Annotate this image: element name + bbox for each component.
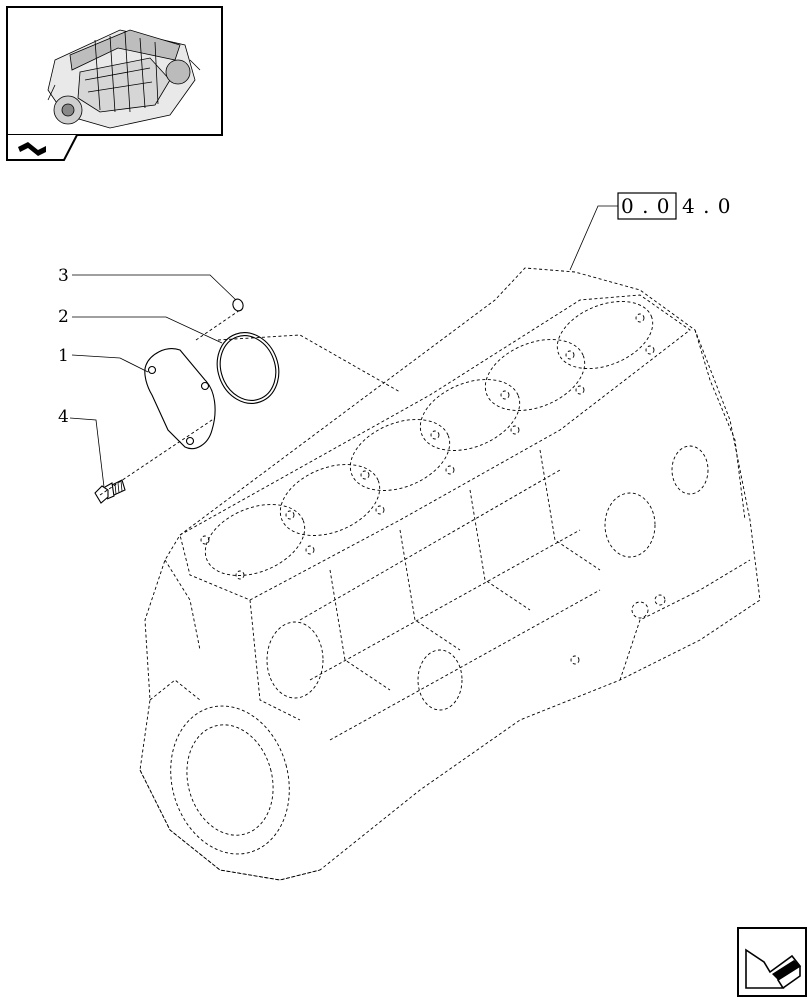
section-reference[interactable]: 0 . 0 4 . 0 bbox=[569, 192, 732, 271]
leader-line-3 bbox=[72, 274, 237, 301]
arrow-tab-icon[interactable] bbox=[6, 134, 78, 161]
callout-1[interactable]: 1 bbox=[58, 346, 69, 366]
next-page-arrow-icon[interactable] bbox=[737, 927, 807, 997]
assembly-line bbox=[99, 334, 401, 496]
leader-line-1 bbox=[71, 354, 149, 373]
part-1-cover-plate[interactable] bbox=[144, 348, 216, 450]
engine-block bbox=[139, 267, 761, 881]
part-2-gasket[interactable] bbox=[207, 324, 288, 412]
assembly-line-upper bbox=[195, 309, 241, 341]
leader-line-2 bbox=[72, 316, 223, 344]
callout-2[interactable]: 2 bbox=[58, 307, 69, 327]
part-3-o-ring[interactable] bbox=[231, 298, 245, 313]
section-ref-boxed: 0 . 0 bbox=[621, 194, 671, 218]
engine-thumbnail-icon[interactable] bbox=[6, 6, 223, 136]
leader-line-4 bbox=[69, 417, 105, 488]
section-ref-rest: 4 . 0 bbox=[682, 194, 732, 218]
part-4-bolt[interactable] bbox=[94, 479, 126, 504]
callout-4[interactable]: 4 bbox=[58, 407, 69, 427]
callout-3[interactable]: 3 bbox=[58, 266, 69, 286]
